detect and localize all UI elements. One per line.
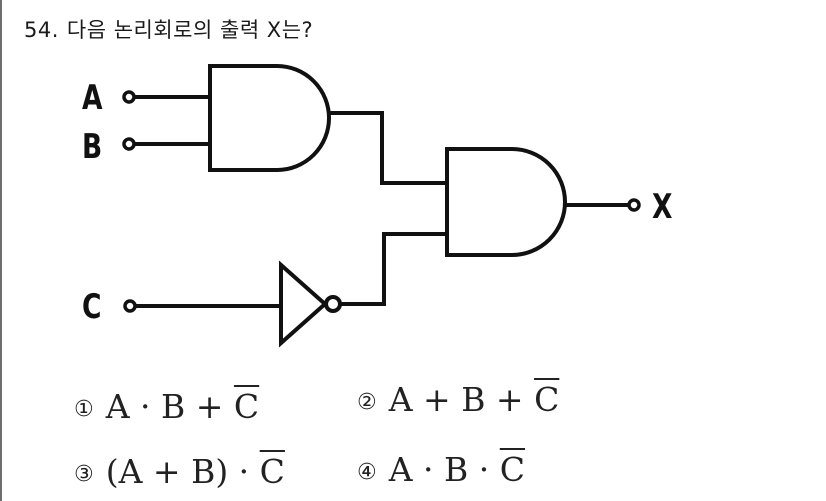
choice-4[interactable]: ④ A · B · C	[357, 453, 525, 486]
and-gate-1	[208, 64, 331, 172]
choice-marker: ③	[74, 462, 94, 487]
choice-marker: ②	[357, 390, 377, 415]
input-label-b: B	[82, 127, 103, 167]
choice-marker: ①	[74, 397, 94, 422]
choice-expression: (A + B) ·	[105, 452, 260, 491]
output-label-x: X	[652, 187, 673, 227]
and-gate-2	[445, 147, 567, 257]
choice-1[interactable]: ① A · B + C	[74, 390, 259, 423]
input-a-terminal	[122, 90, 136, 104]
choice-3[interactable]: ③ (A + B) · C	[74, 455, 285, 488]
choice-overbar-term: C	[233, 387, 260, 426]
choice-expression: A · B ·	[388, 450, 500, 489]
input-label-a: A	[82, 78, 103, 118]
not-gate-bubble	[324, 295, 342, 313]
choice-2[interactable]: ② A + B + C	[357, 383, 559, 416]
choice-overbar-term: C	[499, 450, 526, 489]
output-x-terminal	[627, 198, 641, 212]
choice-expression: A · B +	[105, 387, 234, 426]
choice-expression: A + B +	[388, 380, 535, 419]
question-title: 54. 다음 논리회로의 출력 X는?	[24, 14, 313, 44]
input-c-terminal	[123, 299, 137, 313]
choice-marker: ④	[357, 460, 377, 485]
question-number: 54.	[24, 18, 59, 42]
choice-overbar-term: C	[259, 452, 285, 491]
input-b-terminal	[122, 137, 136, 151]
choice-overbar-term: C	[534, 380, 560, 419]
question-text: 다음 논리회로의 출력 X는?	[66, 18, 314, 42]
input-label-c: C	[82, 287, 102, 327]
not-gate	[279, 260, 329, 348]
